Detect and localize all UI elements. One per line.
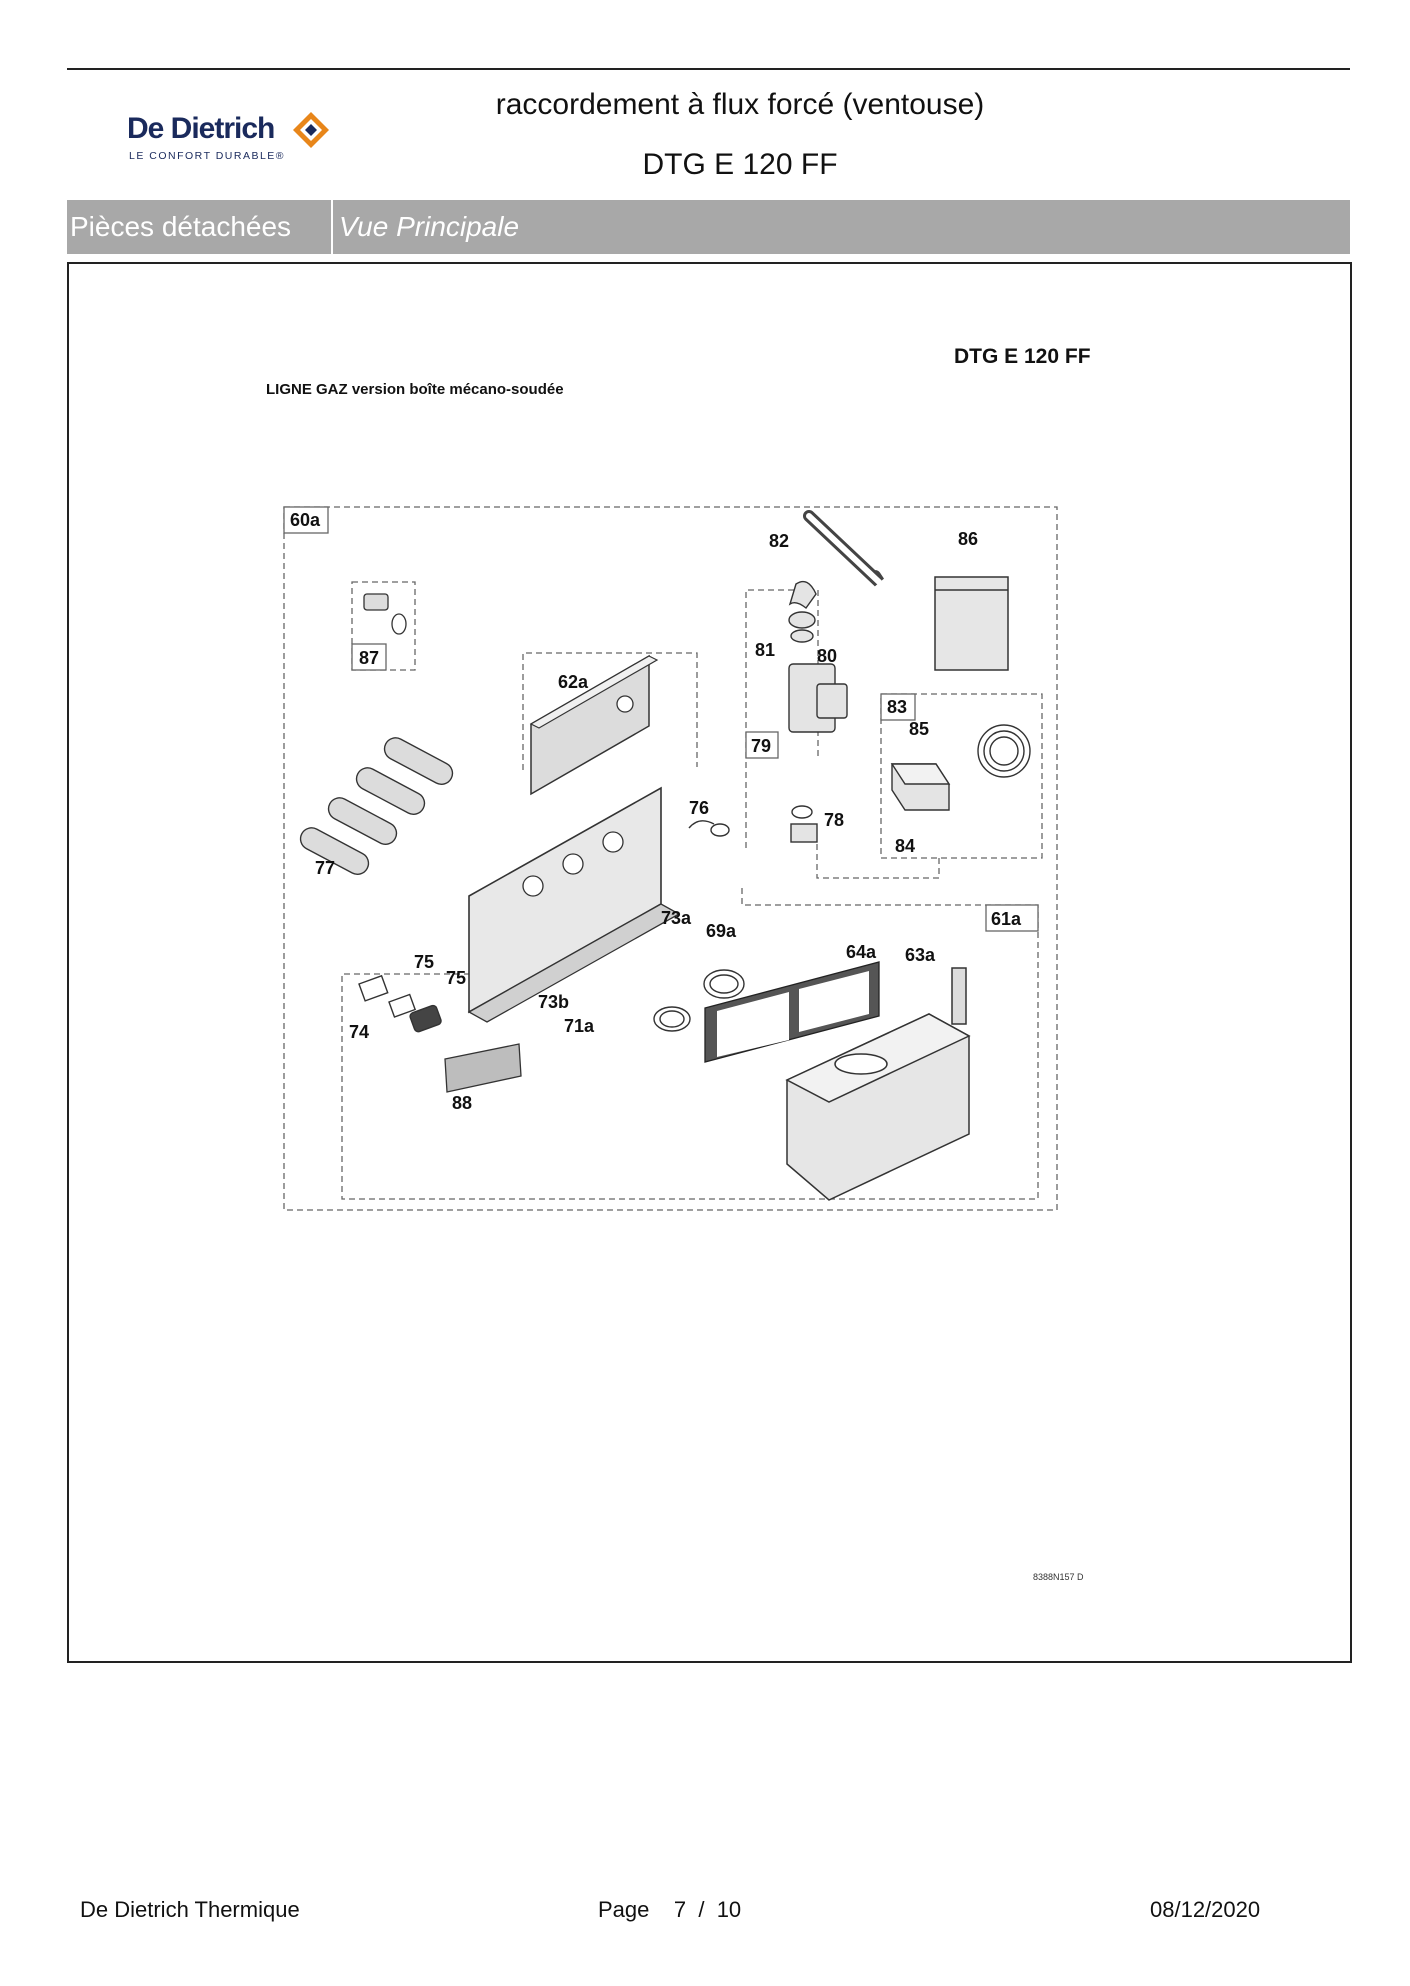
cover-plate-88	[444, 1043, 522, 1093]
brand-diamond-icon	[293, 112, 329, 148]
brand-name: De Dietrich	[127, 112, 275, 145]
part-label-87: 87	[359, 648, 379, 668]
gasket-64a	[704, 961, 880, 1063]
part-label-61a: 61a	[991, 909, 1022, 929]
part-labels: 60a 82 86 87 81 80 62a 83 85 79 76 78 84…	[290, 510, 1022, 1113]
part-label-75b: 75	[446, 968, 466, 988]
part-label-63a: 63a	[905, 945, 936, 965]
page-label: Page	[598, 1897, 650, 1922]
exploded-parts-diagram: DTG E 120 FF LIGNE GAZ version boîte méc…	[266, 345, 1091, 1582]
diagram-model-label: DTG E 120 FF	[954, 345, 1091, 368]
part-label-84: 84	[895, 836, 915, 856]
burner-tubes-77	[299, 737, 454, 875]
part-label-62a: 62a	[558, 672, 589, 692]
diagram-subtitle: LIGNE GAZ version boîte mécano-soudée	[266, 381, 564, 398]
burner-plate	[467, 786, 681, 1023]
insulation-panel-62a	[529, 654, 659, 796]
brand-tagline: LE CONFORT DURABLE®	[129, 150, 286, 162]
footer-pagination: Page 7 / 10	[598, 1897, 741, 1923]
seals-74-75	[358, 974, 442, 1033]
parts-bag-86	[934, 576, 1009, 671]
page-title: raccordement à flux forcé (ventouse)	[495, 88, 985, 121]
part-label-78: 78	[824, 810, 844, 830]
page-total: 10	[716, 1897, 742, 1922]
part-label-64a: 64a	[846, 942, 877, 962]
diagram-frame: DTG E 120 FF LIGNE GAZ version boîte méc…	[67, 262, 1352, 1663]
electrode-76	[688, 820, 730, 837]
footer-date: 08/12/2020	[1150, 1897, 1261, 1922]
page-separator: /	[698, 1897, 705, 1922]
page-current: 7	[673, 1897, 687, 1922]
part-label-81: 81	[755, 640, 775, 660]
part-label-69a: 69a	[706, 921, 737, 941]
footer-company: De Dietrich Thermique	[80, 1897, 300, 1922]
part-label-73a: 73a	[661, 908, 692, 928]
part-label-83: 83	[887, 697, 907, 717]
control-box-84	[890, 724, 1031, 811]
group-frame-62a	[522, 652, 698, 770]
section-label: Pièces détachées	[67, 200, 333, 254]
header-rule	[67, 68, 1350, 70]
part-label-79: 79	[751, 736, 771, 756]
part-label-71a: 71a	[564, 1016, 595, 1036]
flue-box-63a	[785, 967, 971, 1201]
part-label-86: 86	[958, 529, 978, 549]
section-bar: Pièces détachées Vue Principale	[67, 200, 1350, 254]
part-label-73b: 73b	[538, 992, 569, 1012]
part-label-82: 82	[769, 531, 789, 551]
link-line-78	[816, 844, 940, 879]
group-frame-60a	[283, 506, 1058, 1211]
brand-logo: De Dietrich LE CONFORT DURABLE®	[127, 108, 347, 168]
cables-69a-71a	[653, 969, 745, 1032]
diagram-ref-code: 8388N157 D	[1033, 1572, 1084, 1582]
group-frame-83	[880, 693, 1043, 859]
part-label-88: 88	[452, 1093, 472, 1113]
part-label-77: 77	[315, 858, 335, 878]
part-label-76: 76	[689, 798, 709, 818]
part-label-60a: 60a	[290, 510, 321, 530]
model-title: DTG E 120 FF	[642, 148, 838, 181]
part-label-80: 80	[817, 646, 837, 666]
gas-valve-79	[788, 580, 848, 843]
fitting-87	[363, 593, 407, 635]
part-label-85: 85	[909, 719, 929, 739]
view-label: Vue Principale	[339, 211, 520, 242]
part-label-75a: 75	[414, 952, 434, 972]
part-label-74: 74	[349, 1022, 369, 1042]
